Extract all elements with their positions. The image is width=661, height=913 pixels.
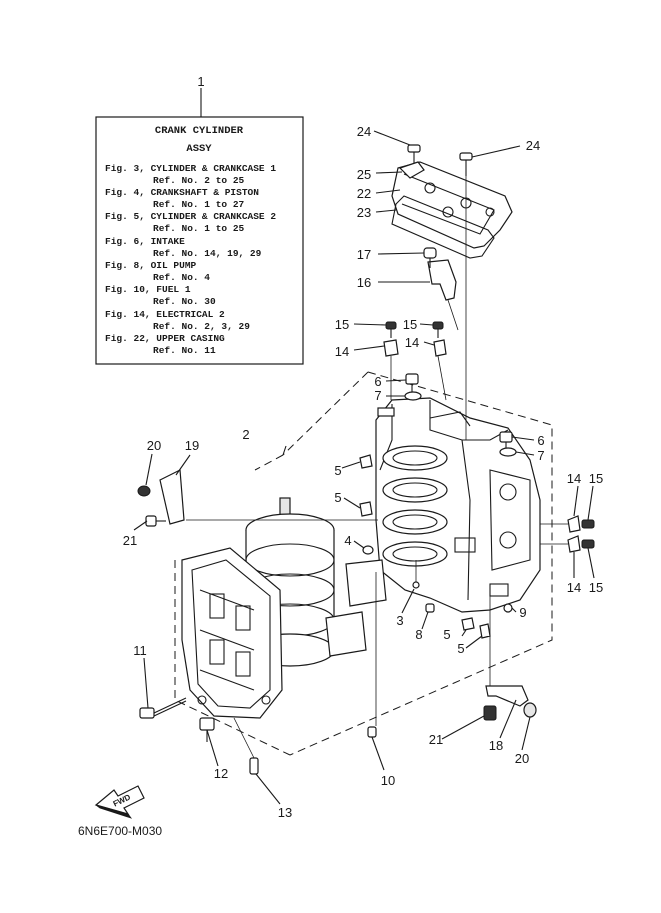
centre-lines (186, 176, 568, 759)
ref-line-4: Ref. No. 1 to 27 (153, 199, 245, 210)
lower-right-parts (483, 685, 537, 721)
cylinder-block (375, 397, 541, 613)
plugs-and-washers (404, 373, 517, 457)
reference-box: CRANK CYLINDER ASSY Fig. 3, CYLINDER & C… (95, 88, 304, 365)
anode-bracket (423, 247, 457, 301)
cover-gasket (391, 195, 495, 259)
ref-line-8: Ref. No. 14, 19, 29 (153, 248, 262, 259)
crankcase (181, 547, 283, 719)
reference-box-frame (95, 116, 304, 365)
callout-2: 2 (242, 427, 249, 442)
leader-lines (133, 130, 595, 805)
ref-line-11: Fig. 10, FUEL 1 (105, 284, 191, 295)
callout-15-c: 15 (589, 471, 603, 486)
callout-5-b: 5 (334, 490, 341, 505)
ref-line-12: Ref. No. 30 (153, 296, 216, 307)
callout-13: 13 (278, 805, 292, 820)
callout-21-b: 21 (429, 732, 443, 747)
callout-24-b: 24 (526, 138, 540, 153)
callout-1: 1 (197, 74, 204, 89)
reference-box-subtitle: ASSY (186, 143, 212, 155)
callout-15-a: 15 (335, 317, 349, 332)
callout-5-a: 5 (334, 463, 341, 478)
callout-7-a: 7 (374, 388, 381, 403)
callout-14-c: 14 (567, 471, 581, 486)
callout-9: 9 (519, 605, 526, 620)
callout-7-b: 7 (537, 448, 544, 463)
callout-12: 12 (214, 766, 228, 781)
callout-25: 25 (357, 167, 371, 182)
callout-10: 10 (381, 773, 395, 788)
ref-line-7: Fig. 6, INTAKE (105, 236, 185, 247)
assembly-outline (174, 371, 553, 756)
reference-box-title: CRANK CYLINDER (155, 125, 244, 137)
callout-18: 18 (489, 738, 503, 753)
callout-3: 3 (396, 613, 403, 628)
callout-14-a: 14 (335, 344, 349, 359)
callout-14-d: 14 (567, 580, 581, 595)
drawing-code: 6N6E700-M030 (78, 824, 162, 838)
callout-20-a: 20 (147, 438, 161, 453)
callout-11: 11 (133, 643, 147, 658)
callout-19: 19 (185, 438, 199, 453)
left-small-parts (137, 469, 185, 527)
callout-21-a: 21 (123, 533, 137, 548)
callout-5-d: 5 (457, 641, 464, 656)
ref-line-3: Fig. 4, CRANKSHAFT & PISTON (105, 187, 259, 198)
callout-14-b: 14 (405, 335, 419, 350)
callout-23: 23 (357, 205, 371, 220)
callout-8: 8 (415, 627, 422, 642)
ref-line-2: Ref. No. 2 to 25 (153, 175, 245, 186)
ref-line-16: Ref. No. 11 (153, 345, 216, 356)
fwd-arrow-icon: FWD (94, 785, 145, 819)
callout-24-a: 24 (357, 124, 371, 139)
side-studs-right (567, 515, 595, 553)
ref-line-10: Ref. No. 4 (153, 272, 210, 283)
ref-line-14: Ref. No. 2, 3, 29 (153, 321, 250, 332)
callout-6-b: 6 (537, 433, 544, 448)
callout-15-b: 15 (403, 317, 417, 332)
ref-line-15: Fig. 22, UPPER CASING (105, 333, 225, 344)
callout-4: 4 (344, 533, 351, 548)
ref-line-9: Fig. 8, OIL PUMP (105, 260, 197, 271)
callout-16: 16 (357, 275, 371, 290)
callout-5-c: 5 (443, 627, 450, 642)
ref-line-1: Fig. 3, CYLINDER & CRANKCASE 1 (105, 163, 276, 174)
callout-17: 17 (357, 247, 371, 262)
hose-fittings (359, 454, 491, 639)
ref-line-6: Ref. No. 1 to 25 (153, 223, 245, 234)
ref-line-13: Fig. 14, ELECTRICAL 2 (105, 309, 225, 320)
small-studs-top (383, 321, 447, 357)
callout-6-a: 6 (374, 374, 381, 389)
ref-line-5: Fig. 5, CYLINDER & CRANKCASE 2 (105, 211, 276, 222)
callout-22: 22 (357, 186, 371, 201)
callout-15-d: 15 (589, 580, 603, 595)
callout-numbers: 1 2 3 4 5 5 5 5 6 6 7 7 8 9 10 11 12 13 … (123, 74, 603, 820)
callout-20-b: 20 (515, 751, 529, 766)
cover-bolts (398, 144, 473, 179)
